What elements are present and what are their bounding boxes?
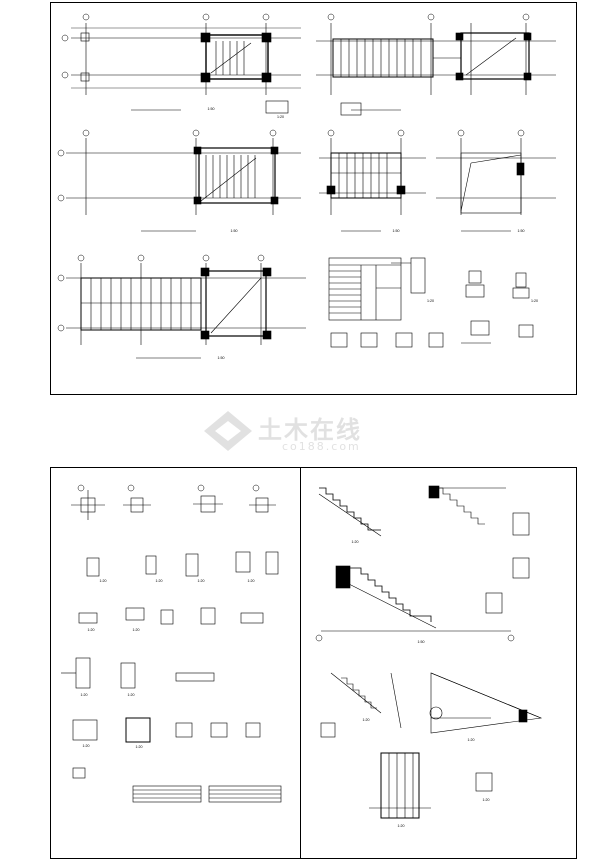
top-sheet-linework	[57, 13, 556, 359]
detail-7-scale: 1:20	[80, 693, 88, 697]
stair-plan-5	[436, 138, 556, 232]
detail-1-scale: 1:20	[99, 579, 107, 583]
stair-section-1-scale: 1:20	[351, 540, 359, 544]
schedule-table	[328, 257, 402, 321]
stair-section-2-scale: 1:50	[417, 640, 425, 644]
detail-sketches-top	[330, 257, 534, 348]
plan-6-scale: 1:50	[217, 356, 225, 360]
detail-b-scale: 1:20	[427, 299, 434, 303]
detail-6-scale: 1:20	[132, 628, 140, 632]
plan-4-scale: 1:50	[392, 229, 400, 233]
detail-4-scale: 1:20	[247, 579, 255, 583]
watermark-text: 土木在线	[258, 416, 362, 444]
stair-plan-3	[66, 138, 301, 232]
stair-section-4-scale: 1:20	[467, 738, 475, 742]
detail-2-scale: 1:20	[155, 579, 163, 583]
bottom-sheet-linework	[61, 484, 543, 819]
watermark-url: co188.com	[282, 440, 361, 453]
site-watermark: 土木在线 co188.com	[198, 407, 418, 455]
detail-8-scale: 1:20	[127, 693, 135, 697]
top-drawing-sheet: 1:50 1:20 1:50 1:50 1:50 1:50 1:20 1:20	[50, 2, 577, 395]
stair-plan-6	[66, 263, 306, 359]
stair-plan-1	[71, 23, 301, 111]
stair-section-5-scale: 1:20	[397, 824, 405, 828]
watermark-logo-icon	[204, 411, 252, 451]
section-3-scale: 1:20	[482, 798, 490, 802]
section-2-scale: 1:20	[135, 745, 143, 749]
section-1-scale: 1:20	[82, 744, 90, 748]
bottom-drawing-sheet: 1:20 1:20 1:20 1:20 1:20 1:20 1:20 1:20 …	[50, 467, 577, 859]
axis-bubbles-bottom	[77, 484, 515, 642]
sheet-divider	[300, 468, 301, 858]
stair-sections	[318, 485, 543, 819]
axis-bubbles-top	[57, 13, 530, 332]
stair-plan-4	[319, 138, 426, 232]
plan-1-scale: 1:50	[207, 107, 215, 111]
plan-5-scale: 1:50	[517, 229, 525, 233]
plan-3-scale: 1:50	[230, 229, 238, 233]
detail-c-scale: 1:20	[531, 299, 538, 303]
stair-plan-2	[265, 23, 556, 116]
stair-section-3-scale: 1:20	[362, 718, 370, 722]
connection-details	[61, 490, 282, 803]
detail-5-scale: 1:20	[87, 628, 95, 632]
detail-3-scale: 1:20	[197, 579, 205, 583]
detail-a-scale: 1:20	[277, 115, 284, 119]
